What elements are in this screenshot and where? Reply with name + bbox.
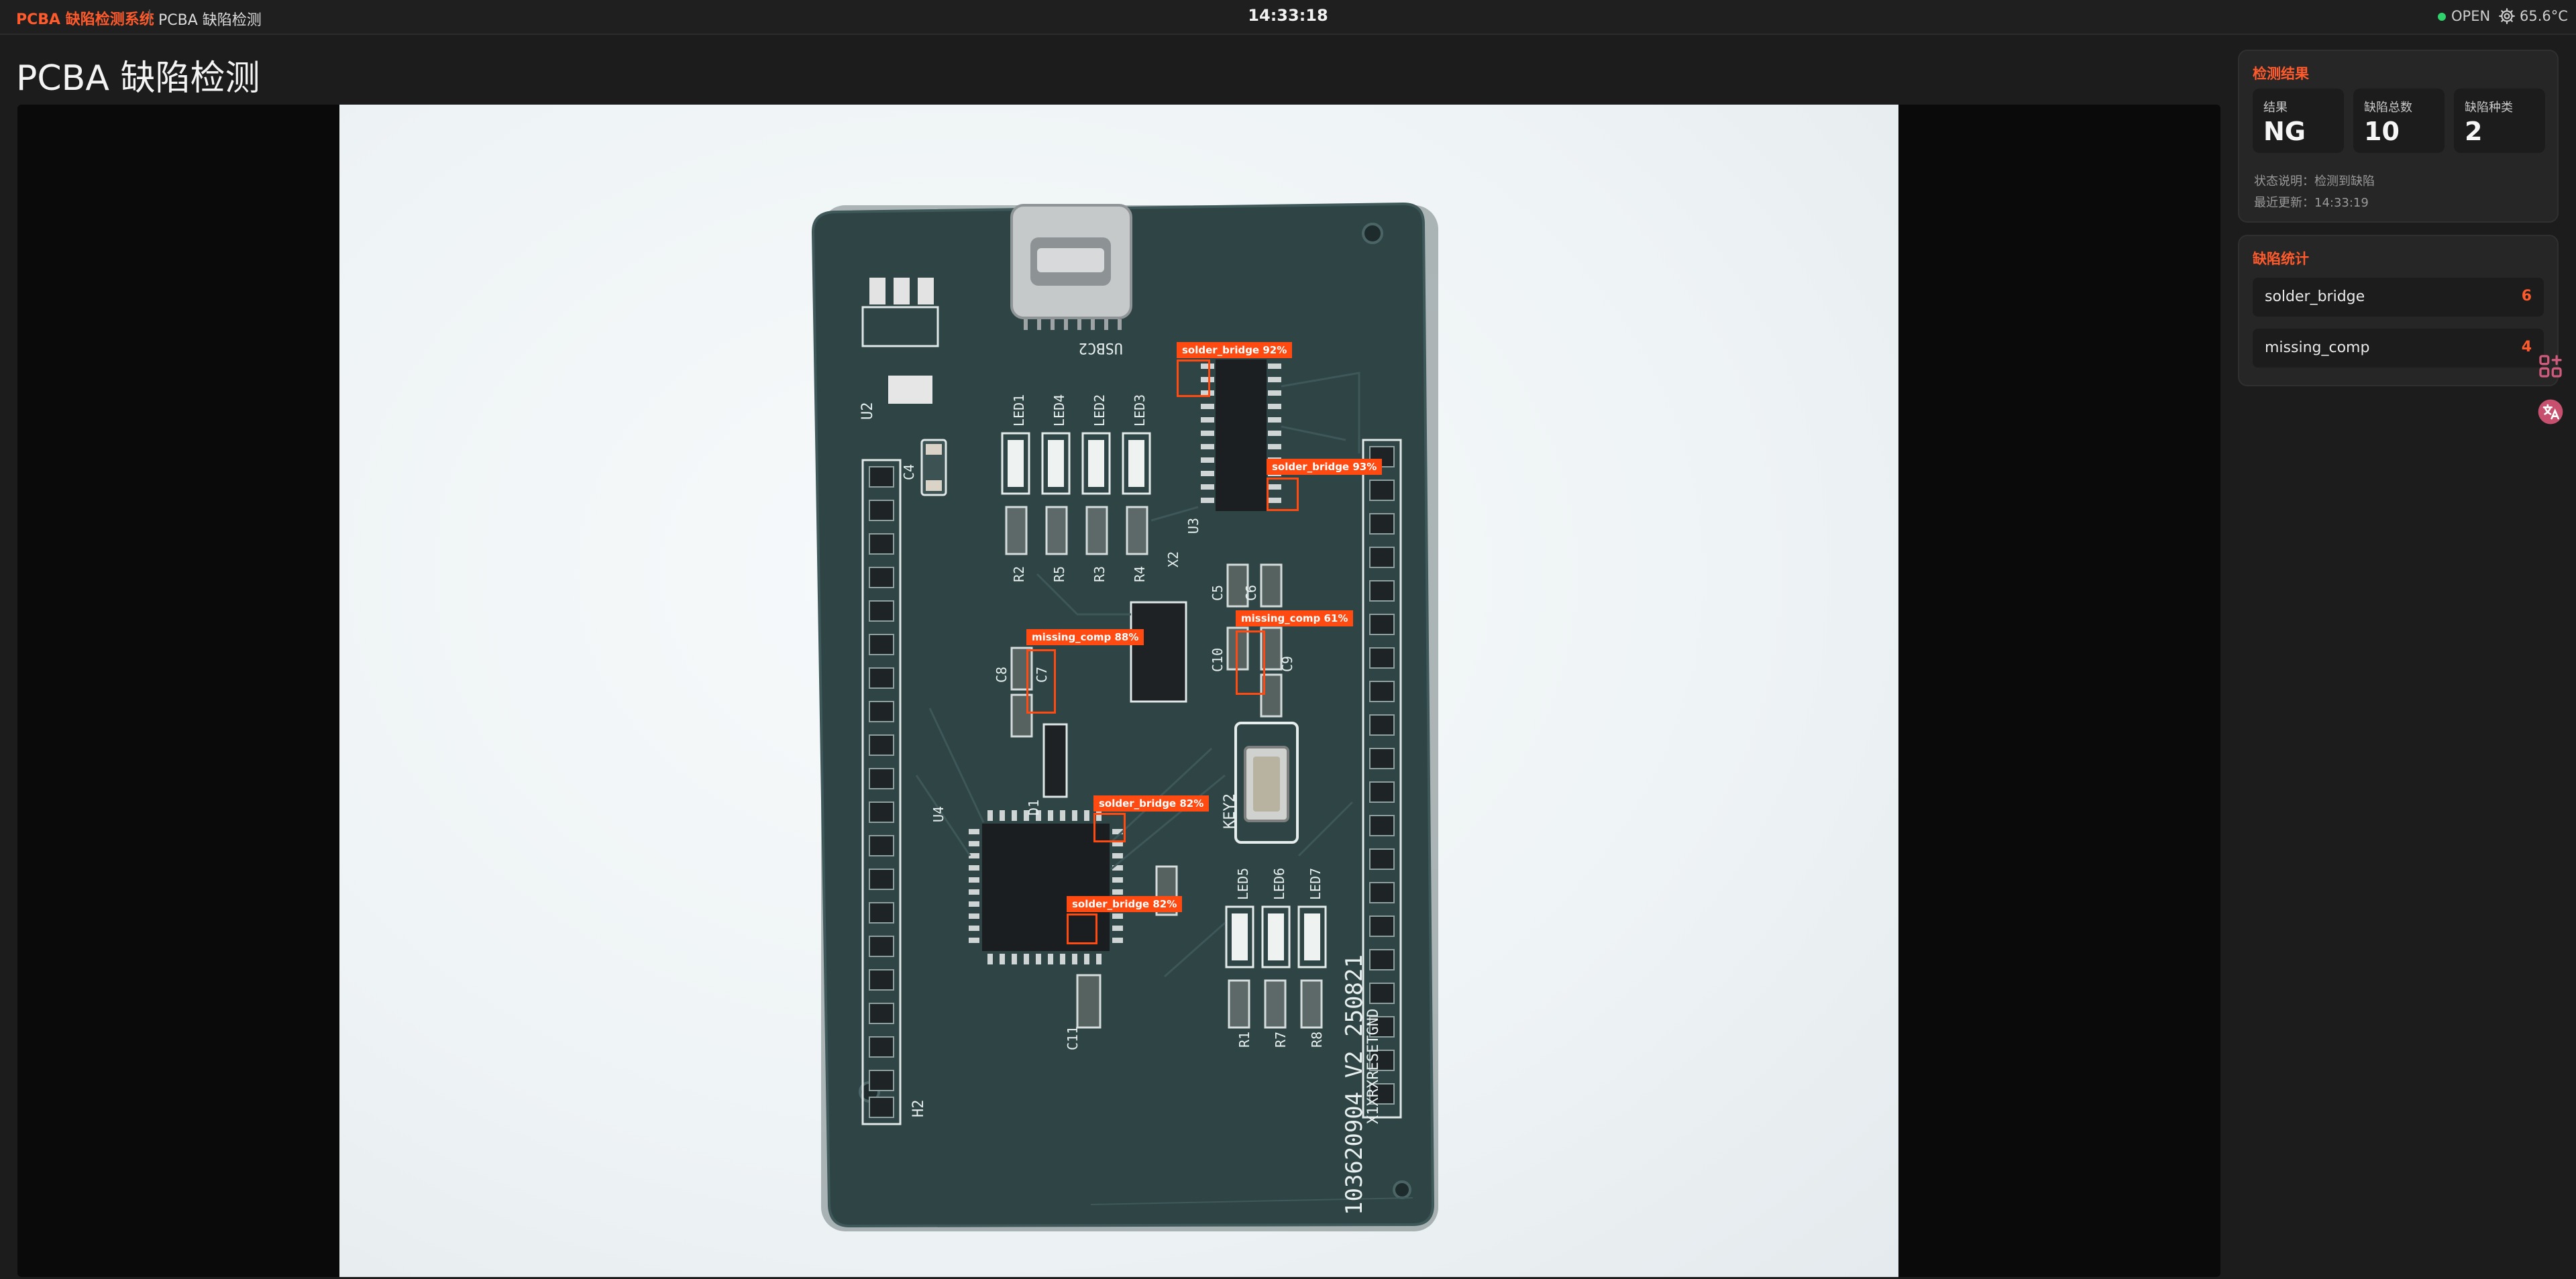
silk-r1: R1 bbox=[1236, 1032, 1252, 1048]
silk-x2: X2 bbox=[1165, 551, 1181, 567]
detection-label: solder_bridge 82% bbox=[1067, 896, 1183, 912]
page-title: PCBA 缺陷检测 bbox=[16, 58, 260, 99]
stat-value-defect-types: 2 bbox=[2465, 117, 2483, 146]
status-dot-icon bbox=[2438, 13, 2446, 21]
stat-value-result: NG bbox=[2263, 117, 2306, 146]
silk-led5: LED5 bbox=[1235, 868, 1251, 900]
silk-u3: U3 bbox=[1185, 518, 1201, 534]
silk-c8: C8 bbox=[994, 667, 1010, 683]
silk-led1: LED1 bbox=[1011, 394, 1027, 427]
gear-icon[interactable] bbox=[2498, 7, 2516, 25]
detection-box-solder-bridge[interactable] bbox=[1267, 478, 1299, 511]
connection-status: OPEN bbox=[2451, 8, 2491, 24]
silk-d1: D1 bbox=[1026, 799, 1042, 816]
silk-led2: LED2 bbox=[1091, 394, 1108, 427]
defect-count: 4 bbox=[2521, 339, 2532, 355]
stat-label: 缺陷总数 bbox=[2364, 101, 2412, 115]
silk-serial: 103620904 V2 250821 bbox=[1341, 954, 1368, 1215]
silk-c11: C11 bbox=[1065, 1026, 1081, 1050]
defect-name: missing_comp bbox=[2265, 339, 2370, 356]
silk-c7: C7 bbox=[1034, 667, 1050, 683]
defect-count: 6 bbox=[2521, 288, 2532, 304]
silk-led7: LED7 bbox=[1307, 868, 1324, 900]
silk-r2: R2 bbox=[1011, 566, 1027, 582]
app-brand[interactable]: PCBA 缺陷检测系统 bbox=[16, 11, 154, 28]
silk-c10: C10 bbox=[1210, 648, 1226, 672]
stat-label: 缺陷种类 bbox=[2465, 101, 2513, 115]
detection-box-missing-comp[interactable] bbox=[1026, 649, 1056, 714]
silk-led4: LED4 bbox=[1051, 394, 1067, 427]
detection-label: solder_bridge 82% bbox=[1093, 795, 1210, 812]
result-panel-title: 检测结果 bbox=[2253, 66, 2309, 82]
defect-row-missing-comp[interactable]: missing_comp 4 bbox=[2253, 329, 2544, 368]
silk-usbc2: USBC2 bbox=[1079, 339, 1123, 356]
detection-box-missing-comp[interactable] bbox=[1236, 630, 1265, 695]
silk-c5: C5 bbox=[1210, 585, 1226, 601]
detection-box-solder-bridge[interactable] bbox=[1067, 913, 1097, 944]
stat-card-defect-types: 缺陷种类 2 bbox=[2454, 89, 2545, 153]
defect-name: solder_bridge bbox=[2265, 288, 2365, 305]
pcb-illustration: USBC2 U2 C4 LED1 LED4 LED2 LED3 R2 R5 R3… bbox=[811, 202, 1438, 1231]
stat-label: 结果 bbox=[2263, 101, 2288, 115]
stat-value-total-defects: 10 bbox=[2364, 117, 2400, 146]
stats-panel: 缺陷统计 solder_bridge 6 missing_comp 4 bbox=[2238, 235, 2559, 386]
detection-label: missing_comp 88% bbox=[1026, 629, 1144, 645]
detection-label: missing_comp 61% bbox=[1236, 610, 1354, 626]
stat-card-result: 结果 NG bbox=[2253, 89, 2344, 153]
top-bar: PCBA 缺陷检测系统 PCBA 缺陷检测 14:33:18 OPEN 65.6… bbox=[0, 0, 2576, 35]
result-panel: 检测结果 结果 NG 缺陷总数 10 缺陷种类 2 状态说明：检测到缺陷 最近更… bbox=[2238, 50, 2559, 223]
detection-box-solder-bridge[interactable] bbox=[1093, 813, 1126, 842]
silk-u4: U4 bbox=[930, 806, 947, 822]
silk-r8: R8 bbox=[1309, 1032, 1325, 1048]
silk-r4: R4 bbox=[1132, 566, 1148, 582]
silk-r3: R3 bbox=[1091, 566, 1108, 582]
silk-pins: X1XRXRESETGND bbox=[1365, 1009, 1382, 1124]
grid-plus-icon[interactable] bbox=[2537, 353, 2564, 380]
silk-r5: R5 bbox=[1051, 566, 1067, 582]
silk-r7: R7 bbox=[1273, 1032, 1289, 1048]
detection-label: solder_bridge 93% bbox=[1267, 459, 1383, 475]
silk-c6: C6 bbox=[1243, 585, 1259, 601]
image-viewer[interactable]: USBC2 U2 C4 LED1 LED4 LED2 LED3 R2 R5 R3… bbox=[17, 105, 2220, 1277]
stat-card-total-defects: 缺陷总数 10 bbox=[2353, 89, 2445, 153]
stats-panel-title: 缺陷统计 bbox=[2253, 251, 2309, 267]
topbar-separator bbox=[149, 9, 150, 24]
silk-u2: U2 bbox=[859, 402, 876, 421]
detection-label: solder_bridge 92% bbox=[1177, 342, 1293, 358]
silk-c9: C9 bbox=[1279, 656, 1295, 672]
temperature-readout: 65.6°C bbox=[2520, 8, 2568, 24]
detection-box-solder-bridge[interactable] bbox=[1177, 359, 1210, 397]
status-note: 状态说明：检测到缺陷 bbox=[2254, 174, 2375, 188]
silk-h2: H2 bbox=[910, 1100, 927, 1118]
silk-led6: LED6 bbox=[1271, 868, 1287, 900]
silk-c4: C4 bbox=[901, 464, 917, 480]
silk-led3: LED3 bbox=[1132, 394, 1148, 427]
last-update: 最近更新：14:33:19 bbox=[2254, 196, 2369, 210]
clock: 14:33:18 bbox=[1248, 6, 1328, 25]
translate-icon[interactable] bbox=[2537, 398, 2564, 425]
silk-key2: KEY2 bbox=[1222, 793, 1238, 829]
pcb-image: USBC2 U2 C4 LED1 LED4 LED2 LED3 R2 R5 R3… bbox=[339, 105, 1898, 1277]
defect-row-solder-bridge[interactable]: solder_bridge 6 bbox=[2253, 278, 2544, 317]
breadcrumb[interactable]: PCBA 缺陷检测 bbox=[158, 12, 262, 29]
